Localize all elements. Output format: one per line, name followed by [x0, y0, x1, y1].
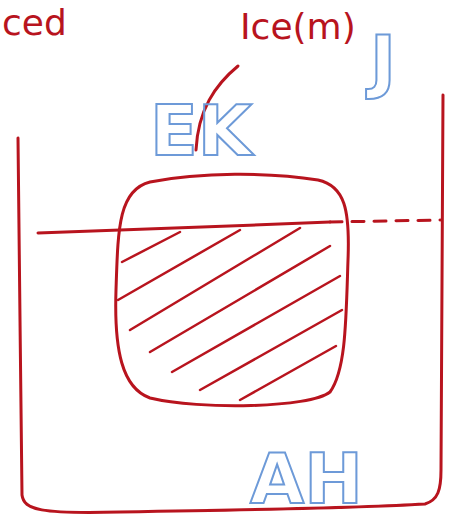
hatching: [118, 228, 342, 400]
watermark: J: [370, 20, 396, 102]
water-line: [38, 222, 330, 233]
cut-off-text: ced: [2, 2, 67, 43]
ice-label: Ice(m): [240, 6, 356, 47]
water-line-dashed: [330, 220, 440, 222]
watermark: EK: [150, 90, 252, 172]
ice-block: [116, 174, 349, 405]
watermark: AH: [250, 438, 363, 520]
